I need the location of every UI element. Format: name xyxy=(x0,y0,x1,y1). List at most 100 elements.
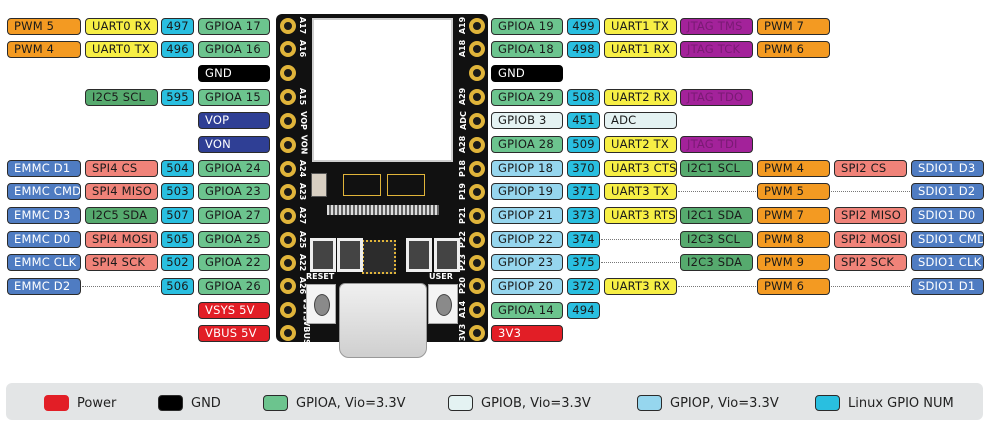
adc-tag: ADC xyxy=(604,112,677,129)
spi-tag: SPI2 MISO xyxy=(834,207,907,224)
pin-pad xyxy=(469,113,485,129)
reset-button[interactable] xyxy=(306,284,336,324)
dotted-connector xyxy=(831,286,910,287)
user-button[interactable] xyxy=(428,284,458,324)
inductor xyxy=(406,238,432,272)
pwm-tag: PWM 5 xyxy=(7,18,81,35)
gpio-name-tag: GPIOA 17 xyxy=(198,18,270,35)
gpio-name-tag: GPIOP 19 xyxy=(491,183,563,200)
board-pin-label: A19 xyxy=(458,16,468,35)
legend-item-power: Power xyxy=(44,395,116,411)
legend-label: GPIOB, Vio=3.3V xyxy=(481,395,591,411)
board-pin-label: A22 xyxy=(298,253,308,272)
i2c-tag: I2C3 SCL xyxy=(680,231,753,248)
inductor xyxy=(434,238,460,272)
uart-tag: UART2 RX xyxy=(604,89,677,106)
linux-gpio-num: 507 xyxy=(161,207,194,224)
gpio-name-tag: GPIOA 23 xyxy=(198,183,270,200)
linux-gpio-num: 595 xyxy=(161,89,194,106)
pin-pad xyxy=(280,325,296,341)
component xyxy=(343,174,381,196)
pwm-tag: PWM 8 xyxy=(757,231,830,248)
legend-swatch xyxy=(158,395,183,411)
legend-item-linux-gpio-num: Linux GPIO NUM xyxy=(815,395,954,411)
dotted-connector xyxy=(82,286,160,287)
jtag-tag: JTAG TDO xyxy=(680,89,753,106)
linux-gpio-num: 502 xyxy=(161,254,194,271)
board-pin-label: A18 xyxy=(458,39,468,58)
board-pin-label: A17 xyxy=(298,16,308,35)
board-pin-label: VOP xyxy=(298,111,308,130)
sdio-tag: SDIO1 CMD xyxy=(911,231,984,248)
spi-tag: SPI4 MISO xyxy=(85,183,158,200)
gpio-name-tag: GPIOA 22 xyxy=(198,254,270,271)
board-pin-label: A27 xyxy=(298,206,308,225)
pwm-tag: PWM 4 xyxy=(7,41,81,58)
pin-pad xyxy=(469,325,485,341)
fpc-connector xyxy=(327,205,439,215)
audio-vop-tag: VOP xyxy=(198,112,270,129)
legend-item-gpiob: GPIOB, Vio=3.3V xyxy=(448,395,591,411)
emmc-tag: EMMC D2 xyxy=(7,278,81,295)
spi-tag: SPI2 MOSI xyxy=(834,231,907,248)
wifi-module-shield xyxy=(312,18,453,162)
linux-gpio-num: 375 xyxy=(567,254,600,271)
spi-tag: SPI4 SCK xyxy=(85,254,158,271)
board-pin-label: A15 xyxy=(298,87,308,106)
i2c-tag: I2C1 SDA xyxy=(680,207,753,224)
sdio-tag: SDIO1 D2 xyxy=(911,183,984,200)
pin-pad xyxy=(280,208,296,224)
linux-gpio-num: 372 xyxy=(567,278,600,295)
emmc-tag: EMMC D1 xyxy=(7,160,81,177)
gpio-name-tag: GPIOA 29 xyxy=(491,89,563,106)
gnd-tag: GND xyxy=(491,65,563,82)
pin-pad xyxy=(280,113,296,129)
legend: Power GND GPIOA, Vio=3.3V GPIOB, Vio=3.3… xyxy=(6,383,983,420)
pin-pad xyxy=(280,18,296,34)
spi-tag: SPI2 SCK xyxy=(834,254,907,271)
linux-gpio-num: 451 xyxy=(567,112,600,129)
legend-label: Linux GPIO NUM xyxy=(848,395,954,411)
linux-gpio-num: 370 xyxy=(567,160,600,177)
dotted-connector xyxy=(601,262,679,263)
pwm-tag: PWM 5 xyxy=(757,183,830,200)
legend-swatch xyxy=(263,395,288,411)
legend-item-gpiop: GPIOP, Vio=3.3V xyxy=(637,395,779,411)
board-pin-label: ADC xyxy=(458,111,468,130)
gpio-name-tag: GPIOP 21 xyxy=(491,207,563,224)
board-pin-label: A24 xyxy=(298,159,308,178)
linux-gpio-num: 497 xyxy=(161,18,194,35)
legend-item-gpioa: GPIOA, Vio=3.3V xyxy=(263,395,406,411)
emmc-tag: EMMC CLK xyxy=(7,254,81,271)
linux-gpio-num: 374 xyxy=(567,231,600,248)
gpio-name-tag: GPIOA 27 xyxy=(198,207,270,224)
jtag-tag: JTAG TMS xyxy=(680,18,753,35)
pin-pad xyxy=(469,89,485,105)
dotted-connector xyxy=(678,286,756,287)
mcu-chip xyxy=(362,240,396,274)
pin-pad xyxy=(280,65,296,81)
uart-tag: UART0 TX xyxy=(85,41,158,58)
pwm-tag: PWM 4 xyxy=(757,160,830,177)
inductor xyxy=(310,238,336,272)
uart-tag: UART3 CTS xyxy=(604,160,677,177)
linux-gpio-num: 499 xyxy=(567,18,600,35)
i2c-tag: I2C5 SCL xyxy=(85,89,158,106)
sdio-tag: SDIO1 D1 xyxy=(911,278,984,295)
pwm-tag: PWM 6 xyxy=(757,278,830,295)
board-pin-label: P18 xyxy=(458,160,467,177)
spi-tag: SPI4 CS xyxy=(85,160,158,177)
pin-pad xyxy=(469,65,485,81)
dotted-connector xyxy=(831,191,910,192)
pin-pad xyxy=(469,278,485,294)
pin-pad xyxy=(280,41,296,57)
board-pin-label: P21 xyxy=(458,207,467,224)
jtag-tag: JTAG TCK xyxy=(680,41,753,58)
linux-gpio-num: 373 xyxy=(567,207,600,224)
gpio-name-tag: GPIOA 15 xyxy=(198,89,270,106)
legend-swatch xyxy=(815,395,840,411)
gpio-name-tag: GPIOA 25 xyxy=(198,231,270,248)
pwm-tag: PWM 9 xyxy=(757,254,830,271)
pin-pad xyxy=(280,255,296,271)
linux-gpio-num: 503 xyxy=(161,183,194,200)
